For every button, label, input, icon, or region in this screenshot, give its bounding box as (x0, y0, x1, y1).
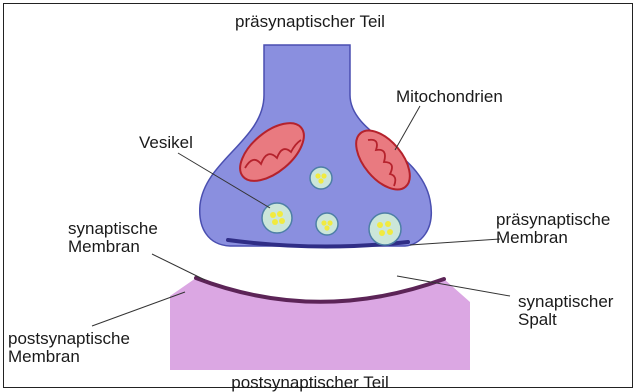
vesicle (316, 213, 338, 235)
label-presynaptic-membrane-line1: präsynaptische (496, 210, 610, 229)
mitochondria-leader (395, 106, 420, 150)
postsynaptic-part (170, 278, 470, 370)
vesicle (310, 167, 332, 189)
label-synaptic-membrane-line1: synaptische (68, 219, 158, 238)
label-synaptic-membrane-line2: Membran (68, 237, 140, 256)
label-vesicles: Vesikel (139, 133, 193, 152)
label-postsynaptic-membrane-line2: Membran (8, 347, 80, 366)
label-synaptic-cleft-line2: Spalt (518, 310, 557, 329)
synaptic-membrane-leader (152, 254, 205, 280)
vesicle (369, 213, 401, 245)
label-postsynaptic-membrane-line1: postsynaptische (8, 329, 130, 348)
label-mitochondria: Mitochondrien (396, 87, 503, 106)
label-synaptic-cleft-line1: synaptischer (518, 292, 614, 311)
vesicle (262, 203, 292, 233)
presynaptic-membrane-leader (410, 239, 500, 245)
label-postsynaptic-part: postsynaptischer Teil (231, 373, 389, 392)
label-presynaptic-part: präsynaptischer Teil (235, 12, 385, 31)
label-presynaptic-membrane-line2: Membran (496, 228, 568, 247)
